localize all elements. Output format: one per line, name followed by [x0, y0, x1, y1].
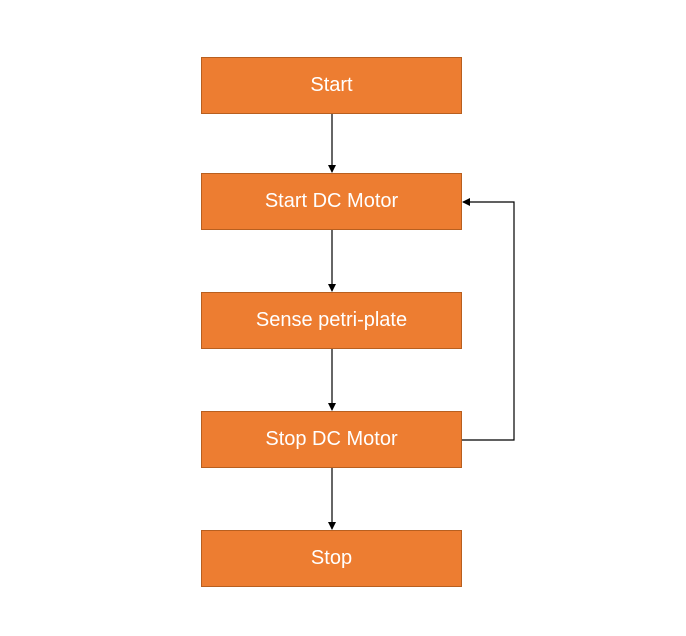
stop-dc-motor-node: Stop DC Motor [201, 411, 462, 468]
sense-petri-plate-node: Sense petri-plate [201, 292, 462, 349]
start-dc-motor-node-label: Start DC Motor [264, 190, 399, 212]
stop-dc-motor-node-label: Stop DC Motor [265, 428, 398, 450]
start-dc-motor-node: Start DC Motor [201, 173, 462, 230]
stop-node: Stop [201, 530, 462, 587]
start-node-label: Start [310, 74, 353, 96]
arrow-loop-stop-dc-motor-to-start-dc-motor [462, 198, 515, 441]
sense-petri-plate-node-label: Sense petri-plate [255, 309, 408, 331]
start-node: Start [201, 57, 462, 114]
stop-node-label: Stop [310, 547, 353, 569]
